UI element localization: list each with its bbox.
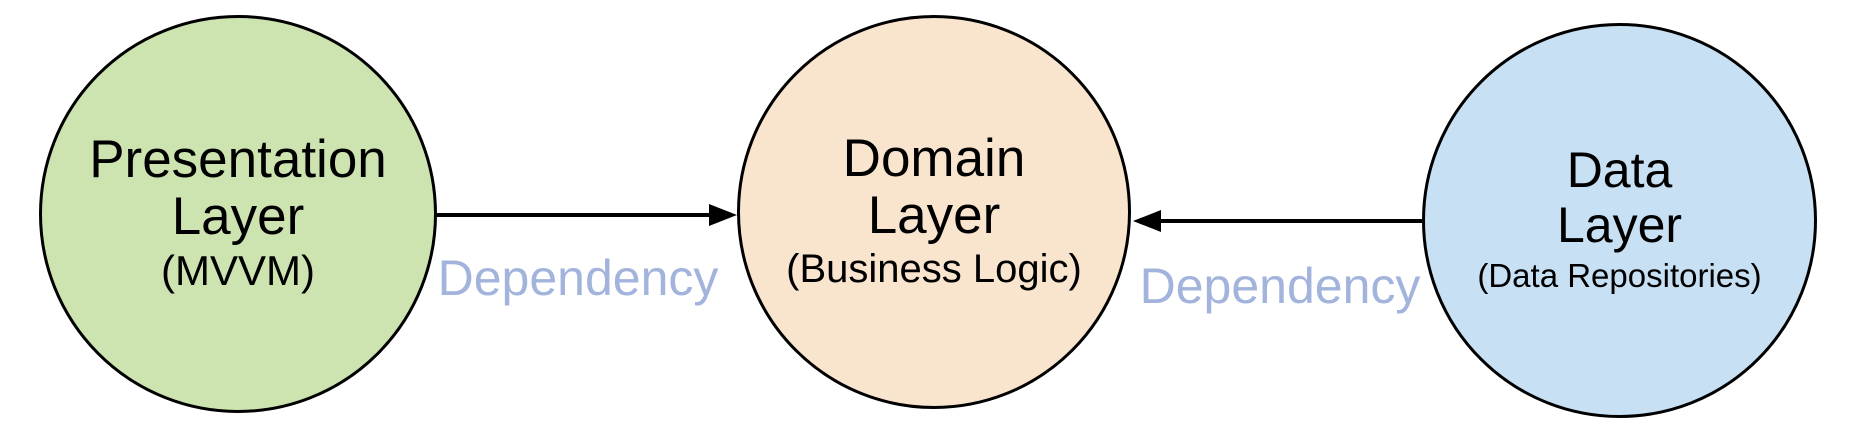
node-subtitle: (Data Repositories) [1477,256,1762,294]
node-title-line1: Data [1566,141,1673,198]
node-title-line1: Presentation [89,130,387,189]
arrowhead-left-icon [1133,210,1161,232]
node-subtitle: (MVVM) [161,247,315,294]
arrow-data-to-domain-line [1161,219,1422,223]
node-title-line1: Domain [842,129,1026,188]
node-data-layer: Data Layer (Data Repositories) [1422,23,1817,418]
arrow-presentation-to-domain-line [437,213,712,217]
node-title-line2: Layer [867,186,1001,245]
dependency-label-left: Dependency [437,250,719,306]
node-presentation-layer: Presentation Layer (MVVM) [39,15,437,413]
node-title-line2: Layer [171,187,305,246]
arrowhead-right-icon [709,204,737,226]
node-subtitle: (Business Logic) [786,247,1082,291]
node-title-line2: Layer [1556,196,1683,253]
node-domain-layer: Domain Layer (Business Logic) [737,15,1131,409]
dependency-label-right: Dependency [1139,258,1421,314]
